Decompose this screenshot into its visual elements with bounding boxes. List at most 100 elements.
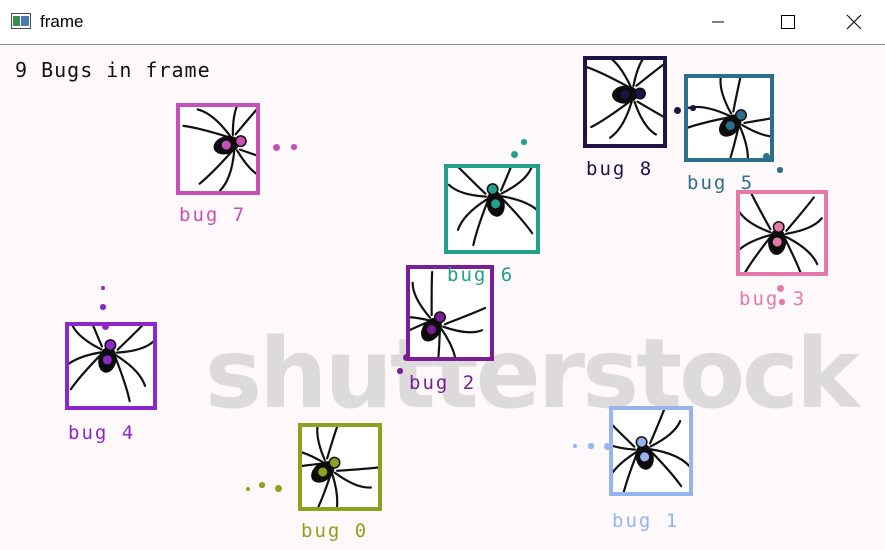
tracking-marker (620, 90, 630, 100)
trail-dot (779, 299, 785, 305)
trail-dot (573, 444, 577, 448)
maximize-button[interactable] (753, 0, 823, 44)
spider-image (448, 168, 536, 247)
spider-leg (608, 101, 633, 139)
spider-leg (649, 419, 682, 448)
trail-dot (776, 284, 784, 292)
spider-leg (613, 436, 637, 451)
spider-leg (499, 168, 519, 192)
tracking-marker (736, 110, 746, 120)
close-button[interactable] (823, 0, 885, 44)
spider-leg (238, 148, 256, 165)
spider-leg (411, 281, 432, 319)
app-icon (11, 13, 31, 29)
spider-leg (302, 448, 324, 464)
tracking-marker (435, 312, 445, 322)
spider-leg (621, 454, 638, 492)
tracking-marker (640, 452, 650, 462)
spider-leg (84, 326, 104, 348)
spider-image (410, 270, 487, 357)
spider-leg (613, 415, 636, 448)
spider-leg (443, 306, 487, 326)
maximize-icon (780, 14, 796, 30)
trail-dot (101, 286, 105, 290)
spider-leg (742, 237, 771, 272)
spider-leg (196, 108, 232, 137)
bug-label: bug 7 (179, 204, 247, 226)
trail-dot (397, 368, 403, 374)
spider-leg (650, 448, 689, 468)
window-title: frame (40, 12, 84, 31)
spider-leg (635, 60, 663, 87)
trail-dot (673, 106, 681, 114)
spider-leg (740, 208, 772, 234)
bug-label: bug 1 (612, 510, 680, 532)
spider-image (302, 427, 378, 507)
trail-dot (777, 167, 783, 173)
bug-bounding-box (583, 56, 667, 148)
spider-leg (650, 451, 683, 488)
bug-label: bug 3 (739, 288, 807, 310)
bug-bounding-box (609, 406, 693, 496)
spider-leg (333, 471, 372, 489)
spider-leg (331, 473, 339, 507)
title-bar[interactable]: frame (0, 0, 885, 45)
spider-leg (743, 113, 770, 125)
tracking-marker (329, 458, 339, 468)
tracking-marker (774, 222, 784, 232)
bug-counter: 9 Bugs in frame (15, 58, 211, 82)
spider-leg (316, 427, 326, 462)
trail-dot (100, 304, 106, 310)
spider-leg (688, 116, 728, 131)
spider-leg (182, 124, 229, 138)
trail-dot (246, 487, 250, 491)
spider-leg (500, 168, 533, 195)
trail-dot (272, 143, 280, 151)
spider-leg (613, 451, 637, 484)
trail-dot (603, 442, 611, 450)
tracking-marker (772, 237, 782, 247)
spider-leg (69, 351, 102, 371)
bug-bounding-box (736, 190, 828, 276)
spider-leg (749, 194, 772, 231)
trail-dot (291, 144, 297, 150)
bug-label: bug 4 (68, 422, 136, 444)
spider-leg (739, 126, 749, 158)
spider-leg (70, 326, 103, 351)
spider-leg (434, 330, 441, 357)
trail-dot (521, 139, 527, 145)
spider-leg (501, 195, 536, 215)
spider-image (182, 107, 256, 191)
spider-leg (448, 183, 488, 198)
bug-label: bug 2 (409, 372, 477, 394)
spider-leg (648, 410, 668, 445)
spider-image (587, 60, 663, 139)
bug-label: bug 8 (586, 158, 654, 180)
spider-leg (116, 326, 150, 351)
spider-leg (198, 150, 233, 185)
spider-leg (724, 128, 740, 158)
spider-leg (302, 462, 322, 472)
spider-leg (587, 66, 629, 88)
bug-bounding-box (444, 164, 540, 254)
spider-leg (115, 354, 147, 387)
bug-bounding-box (176, 103, 260, 195)
spider-leg (114, 357, 131, 403)
trail-dot (274, 484, 282, 492)
spider-image (613, 410, 689, 492)
spider-leg (456, 198, 488, 231)
tracking-marker (491, 199, 501, 209)
spider-leg (633, 100, 658, 136)
spider-leg (336, 466, 378, 472)
minimize-button[interactable] (683, 0, 753, 44)
trail-dot (762, 152, 770, 160)
spider-leg (784, 217, 823, 235)
trail-dot (259, 482, 265, 488)
spider-leg (69, 354, 102, 391)
tracking-marker (637, 437, 647, 447)
spider-leg (440, 328, 458, 357)
trail-dot (510, 150, 518, 158)
trail-dot (588, 443, 594, 449)
